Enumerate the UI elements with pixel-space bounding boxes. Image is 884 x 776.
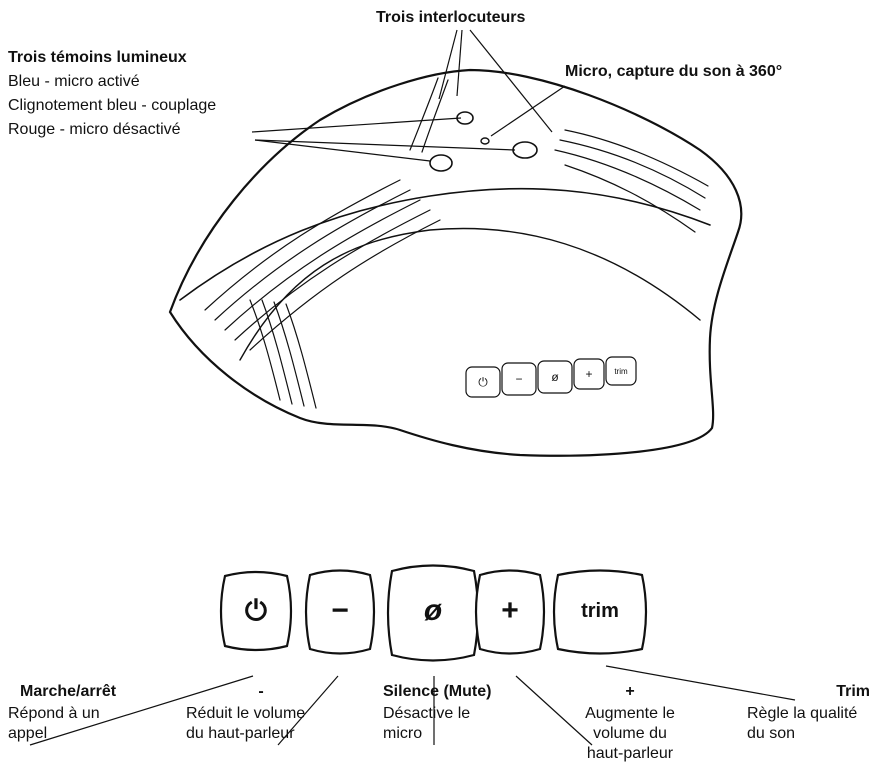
plus-title: + xyxy=(625,683,635,700)
led-blink-line: Clignotement bleu - couplage xyxy=(8,97,217,114)
device-power-icon: ⏻ xyxy=(478,375,488,389)
mute-icon: ø xyxy=(423,594,443,627)
plus-text: Augmente le volume du haut-parleur xyxy=(585,705,675,762)
trim-title: Trim xyxy=(836,683,870,700)
leds-title: Trois témoins lumineux xyxy=(8,49,187,66)
speakerphone-device xyxy=(168,68,743,457)
power-title: Marche/arrêt xyxy=(20,683,117,700)
minus-text: Réduit le volume du haut-parleur xyxy=(186,705,306,742)
device-mute-icon: ø xyxy=(551,370,559,384)
mute-text: Désactive le micro xyxy=(383,705,471,742)
plus-icon: + xyxy=(501,594,519,627)
device-plus-icon: + xyxy=(585,367,593,381)
trim-text: Règle la qualité du son xyxy=(747,705,858,742)
device-trim-label: trim xyxy=(614,367,628,376)
trim-label: trim xyxy=(581,600,619,622)
minus-title: - xyxy=(258,683,264,700)
device-button-strip xyxy=(465,356,637,398)
led-blue-line: Bleu - micro activé xyxy=(8,73,140,90)
speakers-title: Trois interlocuteurs xyxy=(376,9,526,26)
callout-lines xyxy=(29,29,796,746)
mic-title: Micro, capture du son à 360° xyxy=(565,63,783,80)
mute-title: Silence (Mute) xyxy=(383,683,492,700)
led-red-line: Rouge - micro désactivé xyxy=(8,121,181,138)
power-icon: ⏻ xyxy=(244,595,268,626)
minus-icon: − xyxy=(331,594,349,627)
device-minus-icon: − xyxy=(515,372,523,386)
large-button-row xyxy=(219,564,648,662)
power-text: Répond à un appel xyxy=(8,705,100,742)
